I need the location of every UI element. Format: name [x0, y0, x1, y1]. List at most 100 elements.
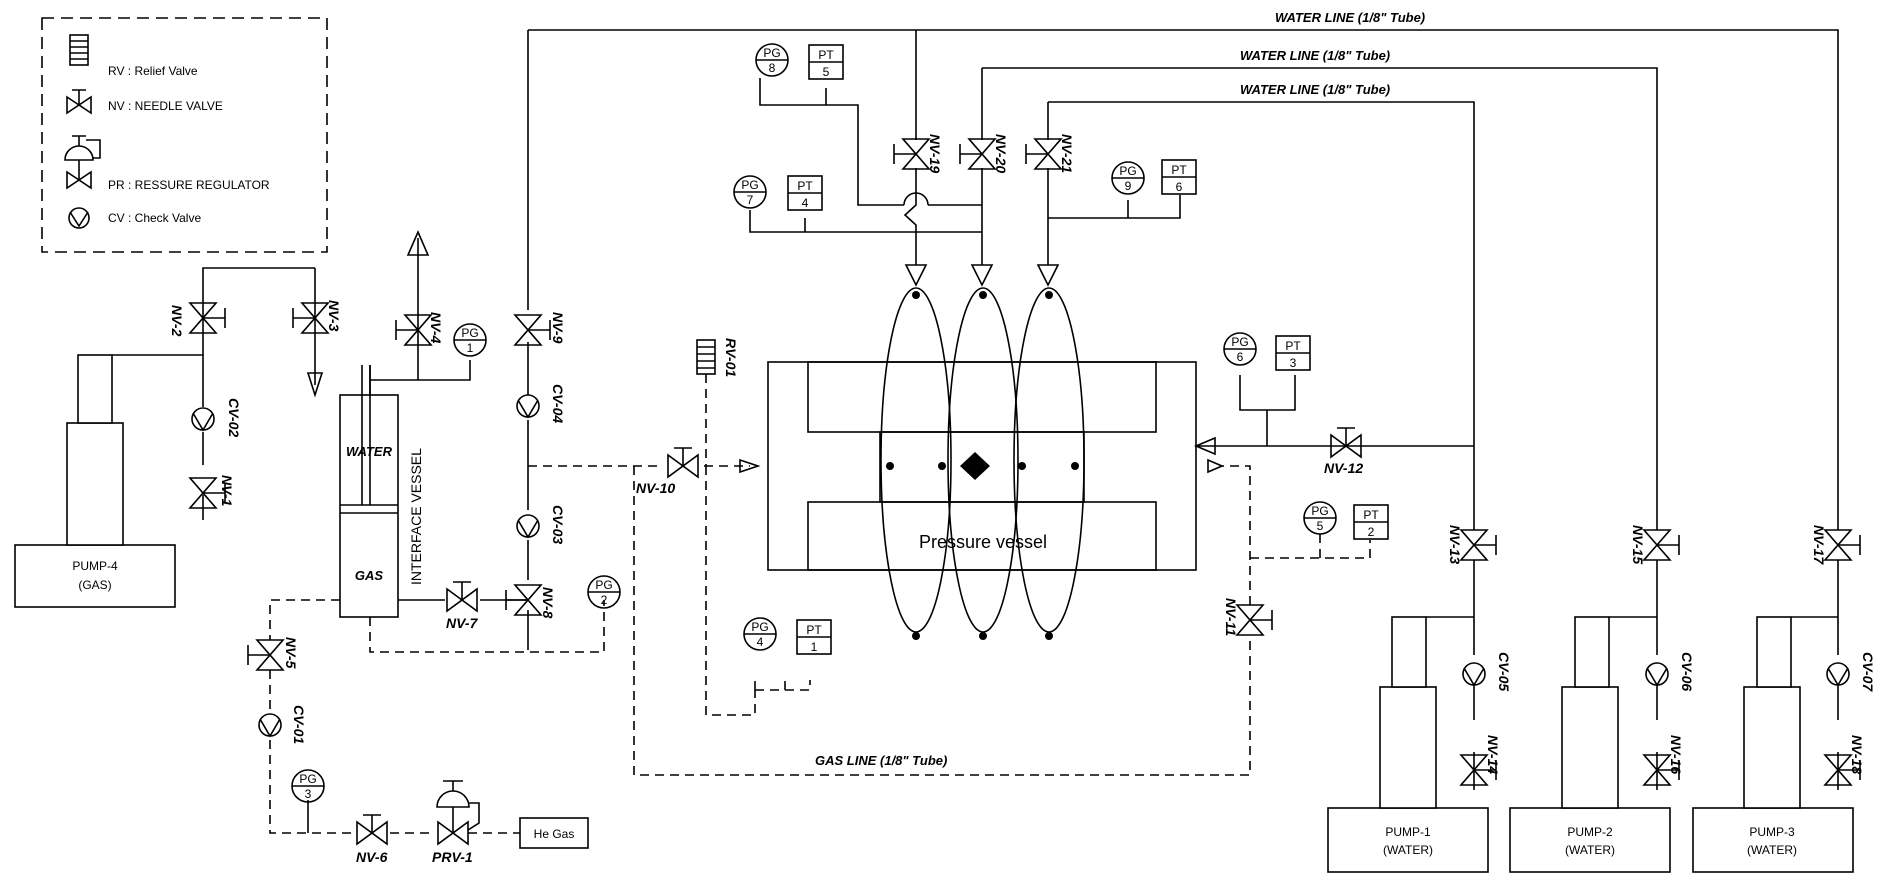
nv-11-valve[interactable] — [1235, 604, 1273, 636]
nv-12-valve[interactable] — [1330, 427, 1362, 459]
water-line-2 — [982, 67, 1658, 530]
pump-4-cylinder — [66, 422, 124, 546]
pressure-vessel-label-bg — [900, 524, 1066, 560]
pump-1-sub: (WATER) — [1383, 843, 1433, 857]
pump-3-cylinder — [1743, 686, 1801, 809]
cv-04-valve[interactable] — [516, 394, 540, 419]
nv-1-valve[interactable] — [188, 477, 226, 509]
nv-8-valve[interactable] — [505, 584, 543, 616]
sample-node-4 — [1071, 462, 1079, 470]
nv-5-valve[interactable] — [247, 639, 285, 671]
pump-1-label: PUMP-1 — [1385, 825, 1431, 839]
pg-7-pt-4-line — [749, 210, 982, 233]
cv-05-valve[interactable] — [1462, 662, 1486, 687]
nv-17-valve[interactable] — [1823, 529, 1861, 561]
nv-2-valve[interactable] — [188, 302, 226, 334]
regulator-dome — [436, 790, 470, 808]
needle-valve-icon — [66, 89, 92, 115]
pump-3-piston — [1756, 616, 1792, 688]
relief-valve-icon — [69, 34, 89, 66]
legend-pr: PR : RESSURE REGULATOR — [108, 178, 270, 192]
pg-1-gauge: PG1 — [453, 323, 487, 357]
pg-label: PG — [1231, 335, 1248, 349]
pg-label: PG — [741, 178, 758, 192]
pump-2-label: PUMP-2 — [1567, 825, 1613, 839]
needle-valve-icon — [667, 453, 699, 479]
pt-1-transducer: PT1 — [796, 619, 832, 655]
pg-3-gauge: PG3 — [291, 769, 325, 803]
pressure-regulator-icon — [437, 820, 469, 846]
nv-7-valve[interactable] — [446, 581, 478, 613]
needle-valve-icon — [300, 302, 330, 334]
pump-3-base — [1692, 807, 1854, 873]
water-outlet-arrow — [1193, 436, 1216, 456]
nv-18-valve[interactable] — [1823, 754, 1861, 786]
cv-06-valve[interactable] — [1645, 662, 1669, 687]
pump-1-piston — [1391, 616, 1427, 688]
nv-14-valve[interactable] — [1459, 754, 1497, 786]
nv-16-valve[interactable] — [1642, 754, 1680, 786]
legend-box — [41, 17, 328, 253]
nv-9-label: NV-9 — [550, 312, 566, 344]
pressure-regulator-link — [72, 135, 101, 159]
pg-label: PG — [751, 620, 768, 634]
nv-19-valve[interactable] — [893, 138, 931, 170]
pg-number: 6 — [1237, 350, 1244, 364]
needle-valve-icon — [188, 302, 218, 334]
nv-4-label: NV-4 — [428, 312, 444, 344]
relief-valve-icon — [696, 339, 716, 375]
check-valve-icon — [1462, 662, 1486, 686]
valve-stem — [203, 483, 226, 503]
he-gas-box — [519, 817, 589, 849]
needle-valve-icon — [1642, 754, 1672, 786]
nv-15-valve[interactable] — [1642, 529, 1680, 561]
nv-4-valve[interactable] — [395, 314, 433, 346]
nv-13-valve[interactable] — [1459, 529, 1497, 561]
cv-07-valve[interactable] — [1826, 662, 1850, 687]
nv-2-label: NV-2 — [169, 305, 185, 337]
prv-1-regulator[interactable] — [436, 780, 480, 846]
cv-03-valve[interactable] — [516, 514, 540, 539]
pt-number: 3 — [1290, 356, 1297, 370]
pg-number: 1 — [467, 341, 474, 355]
valve-stem — [1657, 760, 1680, 780]
cv-01-valve[interactable] — [258, 713, 282, 738]
cv-03-label: CV-03 — [550, 505, 566, 544]
pt-label: PT — [1171, 163, 1187, 177]
pg-label: PG — [763, 46, 780, 60]
pg-label: PG — [595, 578, 612, 592]
interface-vessel-water: WATER — [346, 444, 393, 459]
needle-valve-icon — [967, 138, 997, 170]
pump-2: PUMP-2 (WATER) — [1509, 616, 1671, 873]
pg-2-gauge: PG2 — [587, 575, 621, 609]
water-line-1 — [528, 29, 1839, 530]
interface-vessel-body — [339, 394, 399, 618]
gas-line-label: GAS LINE (1/8" Tube) — [815, 753, 947, 768]
nv-20-valve[interactable] — [959, 138, 997, 170]
pt-number: 2 — [1368, 525, 1375, 539]
pressure-vessel-label: Pressure vessel — [919, 532, 1047, 552]
rv-01-relief-valve[interactable] — [696, 339, 716, 466]
check-valve-arrow — [517, 519, 539, 539]
nv-21-valve[interactable] — [1025, 138, 1063, 170]
check-valve-icon — [1826, 662, 1850, 686]
check-valve-icon — [516, 514, 540, 538]
pg-label: PG — [299, 772, 316, 786]
check-valve-arrow — [517, 399, 539, 419]
nv-6-label: NV-6 — [356, 849, 388, 865]
valve-stem — [505, 590, 528, 610]
nv-10-valve[interactable] — [667, 447, 699, 479]
pump-1: PUMP-1 (WATER) — [1327, 616, 1489, 873]
cv-02-valve[interactable] — [191, 407, 215, 432]
nv-3-valve[interactable] — [292, 302, 330, 334]
nv-6-valve[interactable] — [356, 814, 388, 846]
water-line-label-1: WATER LINE (1/8" Tube) — [1275, 10, 1425, 25]
pump-1-line — [1426, 560, 1475, 790]
nv-9-valve[interactable] — [513, 314, 551, 346]
pg-6-gauge: PG6 — [1223, 332, 1257, 366]
loop-center-top-node — [979, 291, 987, 299]
needle-valve-icon — [513, 314, 543, 346]
needle-valve-icon — [1459, 529, 1489, 561]
